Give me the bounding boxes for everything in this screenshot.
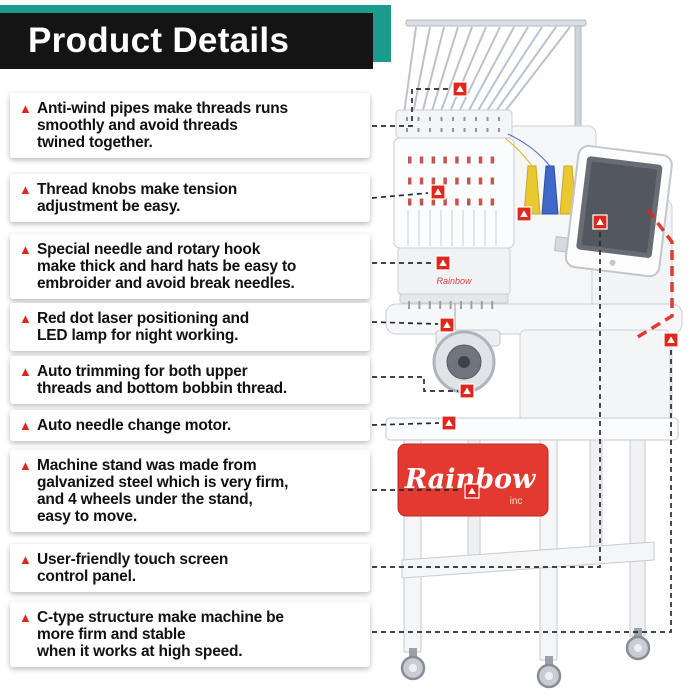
triangle-bullet-icon: ▲ — [19, 458, 32, 473]
thread-cones — [504, 133, 577, 215]
marker-icon — [435, 255, 451, 271]
page-title: Product Details — [28, 21, 290, 60]
triangle-bullet-icon: ▲ — [19, 552, 32, 567]
caster-wheel — [536, 656, 562, 689]
feature-item-auto-trimming: ▲ Auto trimming for both upper threads a… — [10, 356, 370, 404]
triangle-bullet-icon: ▲ — [19, 311, 32, 326]
machine-base — [519, 329, 671, 423]
feature-item-touch-screen: ▲ User-friendly touch screen control pan… — [10, 544, 370, 592]
logo-panel: Rainbow inc — [397, 443, 549, 517]
feature-text: User-friendly touch screen control panel… — [37, 551, 229, 585]
feature-text: Special needle and rotary hook make thic… — [37, 241, 297, 292]
marker-icon — [441, 415, 457, 431]
feature-item-laser-positioning: ▲ Red dot laser positioning and LED lamp… — [10, 303, 370, 351]
caster-wheel — [625, 628, 651, 661]
rotary-hook-assembly — [432, 303, 501, 394]
triangle-bullet-icon: ▲ — [19, 242, 32, 257]
head-brand-label: Rainbow — [436, 276, 472, 286]
machine-head: Rainbow — [393, 109, 515, 309]
marker-icon — [439, 317, 455, 333]
feature-item-thread-knobs: ▲ Thread knobs make tension adjustment b… — [10, 174, 370, 222]
callout-markers — [430, 81, 679, 499]
triangle-bullet-icon: ▲ — [19, 101, 32, 116]
feature-text: Auto needle change motor. — [37, 417, 231, 434]
triangle-bullet-icon: ▲ — [19, 182, 32, 197]
marker-icon — [452, 81, 468, 97]
brand-logo-sub: inc — [510, 496, 523, 507]
feature-item-special-needle: ▲ Special needle and rotary hook make th… — [10, 234, 370, 299]
marker-icon — [459, 383, 475, 399]
page-title-banner: Product Details — [0, 13, 373, 69]
marker-icon — [430, 184, 446, 200]
thread-stand — [403, 19, 587, 143]
feature-item-c-type-structure: ▲ C-type structure make machine be more … — [10, 602, 370, 667]
c-type-highlight — [635, 208, 674, 340]
touch-screen — [554, 144, 673, 278]
feature-text: Auto trimming for both upper threads and… — [37, 363, 288, 397]
marker-icon — [464, 483, 480, 499]
triangle-bullet-icon: ▲ — [19, 418, 32, 433]
feature-item-machine-stand: ▲ Machine stand was made from galvanized… — [10, 450, 370, 532]
triangle-bullet-icon: ▲ — [19, 610, 32, 625]
feature-item-anti-wind-pipes: ▲ Anti-wind pipes make threads runs smoo… — [10, 93, 370, 158]
connector-lines — [371, 88, 672, 633]
machine-stand: Rainbow inc — [385, 417, 679, 689]
feature-text: Red dot laser positioning and LED lamp f… — [37, 310, 250, 344]
marker-icon — [663, 332, 679, 348]
feature-text: C-type structure make machine be more fi… — [37, 609, 284, 660]
marker-icon — [592, 214, 608, 230]
feature-text: Thread knobs make tension adjustment be … — [37, 181, 237, 215]
feature-text: Anti-wind pipes make threads runs smooth… — [37, 100, 288, 151]
marker-icon — [516, 206, 532, 222]
triangle-bullet-icon: ▲ — [19, 364, 32, 379]
feature-text: Machine stand was made from galvanized s… — [37, 457, 289, 525]
caster-wheel — [400, 648, 426, 681]
feature-item-needle-change-motor: ▲ Auto needle change motor. — [10, 410, 370, 441]
